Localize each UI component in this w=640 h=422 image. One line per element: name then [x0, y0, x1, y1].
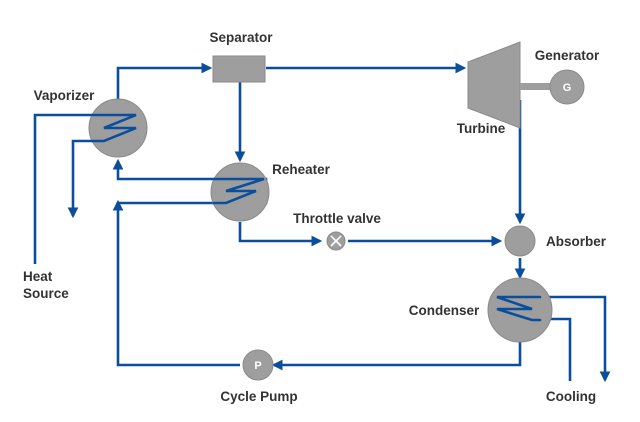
- label-cooling: Cooling: [546, 389, 596, 404]
- reheater-heat-exchanger: [210, 162, 270, 222]
- valve-cross-mark: [330, 235, 342, 247]
- heat-exchanger-icon: [496, 295, 542, 322]
- turbine-body: [467, 41, 521, 129]
- heat-exchanger-icon: [90, 113, 137, 143]
- label-separator: Separator: [209, 30, 273, 45]
- generator-body: [549, 69, 585, 105]
- label-heat-source-line2: Source: [23, 286, 69, 301]
- condenser-heat-exchanger: [487, 277, 553, 343]
- flow-line-reheater-to-throttle: [238, 222, 323, 247]
- flow-line-condenser-to-pump: [271, 341, 522, 371]
- flow-line-cooling-out: [540, 295, 611, 383]
- turbine-shaft: [520, 83, 554, 90]
- vaporizer-heat-exchanger: [88, 98, 148, 158]
- throttle-valve: [326, 231, 346, 251]
- label-heat-source-line1: Heat: [23, 269, 53, 284]
- flow-line-heat-source-in: [33, 113, 92, 264]
- flow-line-pump-return: [112, 199, 226, 211]
- separator-vessel: [212, 55, 266, 83]
- flow-line-pump-to-vaporizer-riser: [116, 205, 240, 367]
- flow-line-vaporizer-to-separator: [116, 62, 213, 100]
- label-generator: Generator: [535, 48, 600, 63]
- label-absorber: Absorber: [546, 234, 607, 249]
- pump-symbol: P: [254, 360, 261, 372]
- pump-body: [242, 349, 274, 381]
- absorber-vessel: [504, 225, 536, 257]
- label-reheater: Reheater: [272, 162, 331, 177]
- generator-symbol: G: [563, 82, 572, 94]
- cycle-pump: P: [242, 349, 274, 381]
- generator: G: [549, 69, 585, 105]
- labels: Separator Generator Vaporizer Turbine Re…: [23, 30, 607, 404]
- label-vaporizer: Vaporizer: [34, 88, 96, 103]
- turbine: [467, 41, 554, 129]
- label-turbine: Turbine: [457, 121, 506, 136]
- flow-line-reheater-to-vaporizer: [112, 158, 214, 181]
- label-throttle-valve: Throttle valve: [293, 211, 381, 226]
- label-condenser: Condenser: [409, 303, 480, 318]
- flow-line-heat-source-out: [67, 139, 92, 219]
- label-cycle-pump: Cycle Pump: [220, 389, 297, 404]
- heat-exchanger-icon: [212, 177, 265, 205]
